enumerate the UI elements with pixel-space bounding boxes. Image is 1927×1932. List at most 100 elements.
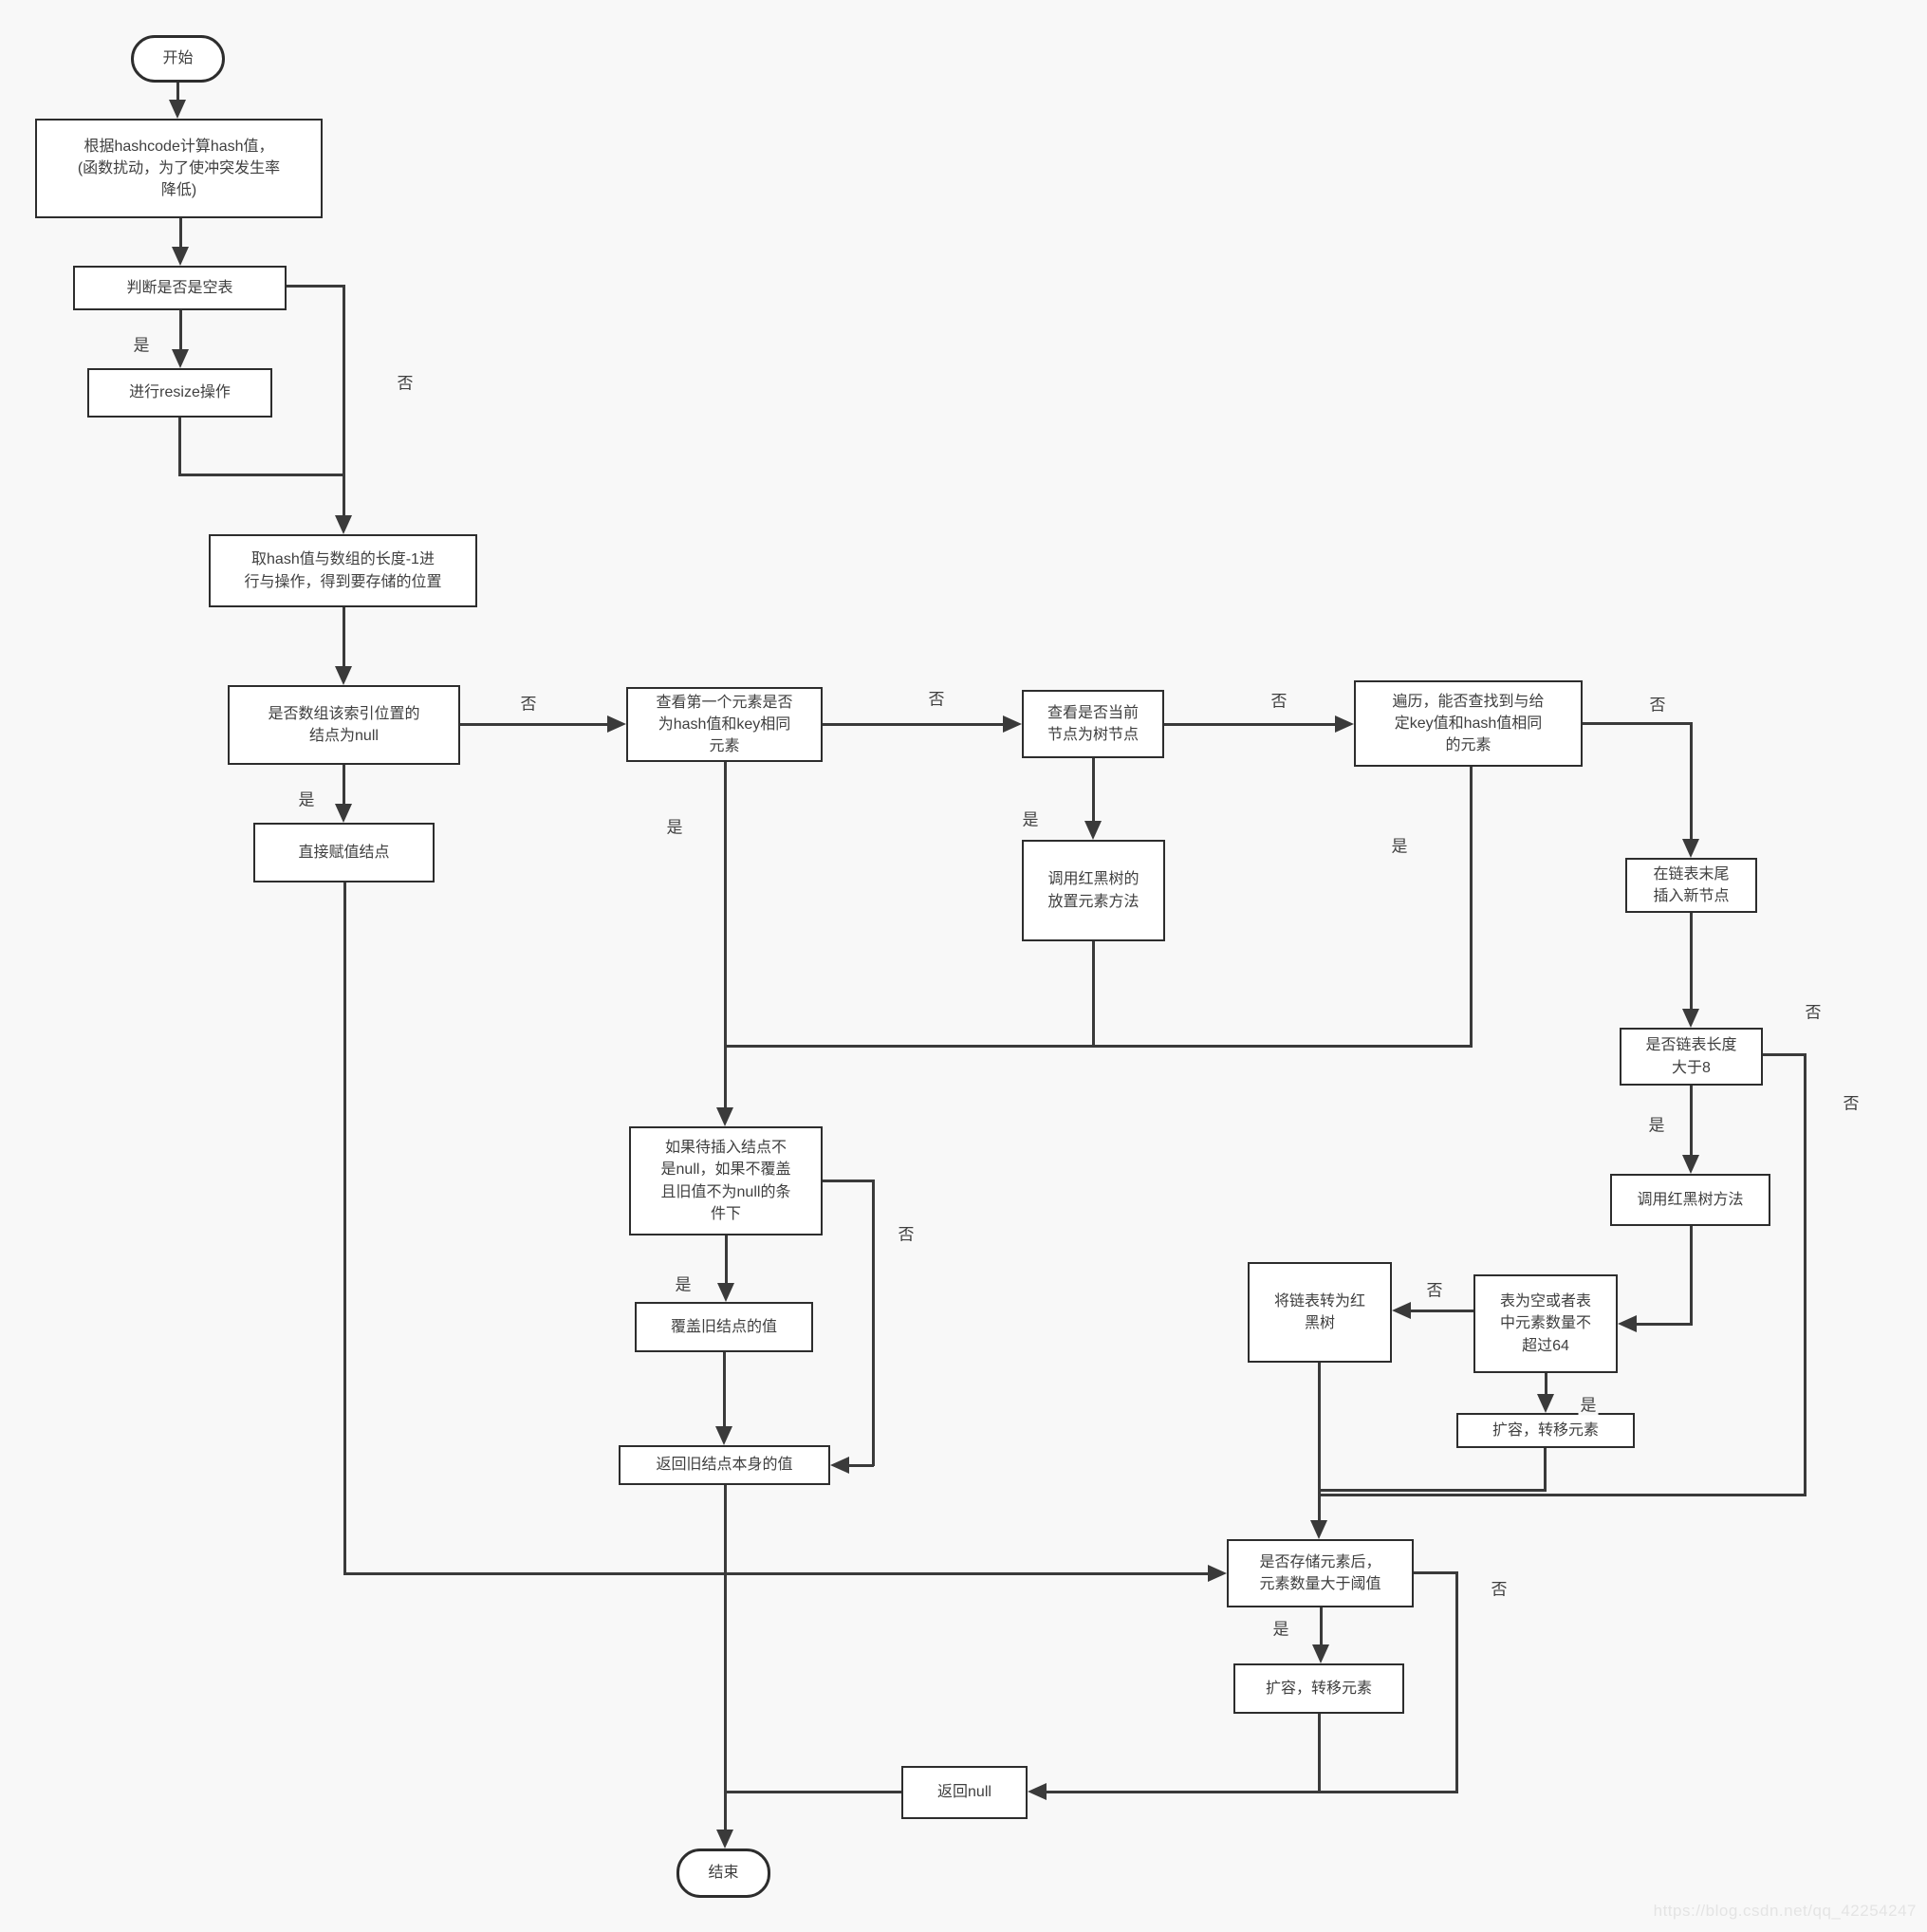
branch-label-no: 否 bbox=[1489, 1575, 1510, 1600]
connector bbox=[1690, 1226, 1693, 1326]
connector bbox=[176, 83, 179, 102]
arrowhead bbox=[1682, 839, 1699, 858]
connector bbox=[1637, 1323, 1692, 1326]
connector bbox=[1414, 1571, 1457, 1574]
connector bbox=[1583, 722, 1692, 725]
connector bbox=[1804, 1053, 1807, 1496]
connector bbox=[1047, 1791, 1457, 1793]
arrowhead bbox=[607, 715, 626, 733]
node-rbt-put: 调用红黑树的 放置元素方法 bbox=[1022, 840, 1165, 941]
arrowhead bbox=[1310, 1520, 1327, 1539]
arrowhead bbox=[1537, 1394, 1554, 1413]
watermark-url: https://blog.csdn.net/qq_42254247 bbox=[1653, 1902, 1917, 1920]
arrowhead bbox=[1312, 1644, 1329, 1663]
branch-label-no: 否 bbox=[1841, 1089, 1862, 1114]
branch-label-yes: 是 bbox=[1646, 1111, 1667, 1136]
connector bbox=[823, 1180, 874, 1182]
branch-label-no: 否 bbox=[896, 1220, 917, 1245]
connector bbox=[1318, 1489, 1546, 1492]
branch-label-yes: 是 bbox=[131, 331, 152, 356]
branch-label-no: 否 bbox=[1269, 687, 1289, 712]
connector bbox=[178, 418, 181, 476]
connector bbox=[1690, 1086, 1693, 1155]
node-table-small: 表为空或者表 中元素数量不 超过64 bbox=[1473, 1274, 1618, 1373]
branch-label-yes: 是 bbox=[673, 1271, 694, 1295]
connector bbox=[460, 723, 607, 726]
node-assign-direct: 直接赋值结点 bbox=[253, 823, 435, 882]
branch-label-no: 否 bbox=[1424, 1276, 1445, 1301]
arrowhead bbox=[335, 515, 352, 534]
connector bbox=[1318, 1363, 1321, 1520]
arrowhead bbox=[1392, 1302, 1411, 1319]
arrowhead bbox=[1028, 1783, 1047, 1800]
connector bbox=[1544, 1448, 1547, 1492]
connector bbox=[1092, 941, 1095, 1048]
branch-label-yes: 是 bbox=[1020, 806, 1041, 830]
connector bbox=[1690, 722, 1693, 839]
connector bbox=[1092, 758, 1095, 821]
arrowhead bbox=[172, 247, 189, 266]
branch-label-yes: 是 bbox=[1270, 1615, 1291, 1640]
node-resize: 进行resize操作 bbox=[87, 368, 272, 418]
node-resize-move-bottom: 扩容，转移元素 bbox=[1233, 1663, 1404, 1714]
node-rbt-method: 调用红黑树方法 bbox=[1610, 1174, 1770, 1226]
connector bbox=[1763, 1053, 1806, 1056]
connector bbox=[1164, 723, 1335, 726]
connector bbox=[343, 882, 346, 1575]
connector bbox=[823, 723, 1003, 726]
branch-label-yes: 是 bbox=[664, 813, 685, 838]
branch-label-no: 否 bbox=[395, 369, 416, 394]
arrowhead bbox=[717, 1283, 734, 1302]
connector bbox=[1690, 913, 1693, 1009]
connector bbox=[343, 285, 345, 517]
arrowhead bbox=[715, 1426, 732, 1445]
connector bbox=[178, 474, 344, 476]
connector bbox=[724, 1485, 727, 1830]
branch-label-yes: 是 bbox=[1389, 832, 1410, 857]
node-return-null: 返回null bbox=[901, 1766, 1028, 1819]
connector bbox=[1455, 1571, 1458, 1793]
connector bbox=[1470, 767, 1473, 1048]
branch-label-yes: 是 bbox=[1578, 1391, 1599, 1416]
arrowhead bbox=[335, 666, 352, 685]
arrowhead bbox=[1682, 1009, 1699, 1028]
branch-label-no: 否 bbox=[1647, 691, 1668, 715]
connector bbox=[723, 1352, 726, 1426]
node-check-empty: 判断是否是空表 bbox=[73, 266, 287, 310]
connector bbox=[343, 1572, 1208, 1575]
node-overwrite-old: 覆盖旧结点的值 bbox=[635, 1302, 813, 1352]
node-len-gt-8: 是否链表长度 大于8 bbox=[1620, 1028, 1763, 1086]
node-end: 结束 bbox=[676, 1848, 770, 1898]
connector bbox=[179, 218, 182, 249]
connector bbox=[1318, 1714, 1321, 1793]
node-size-gt-threshold: 是否存储元素后， 元素数量大于阈值 bbox=[1227, 1539, 1414, 1607]
arrowhead bbox=[1084, 821, 1102, 840]
node-hash-calc: 根据hashcode计算hash值， (函数扰动，为了使冲突发生率 降低) bbox=[35, 119, 323, 218]
connector bbox=[724, 762, 727, 1107]
branch-label-no: 否 bbox=[518, 690, 539, 715]
connector bbox=[724, 1045, 1472, 1048]
node-index-pos: 取hash值与数组的长度-1进 行与操作，得到要存储的位置 bbox=[209, 534, 477, 607]
connector bbox=[872, 1180, 875, 1466]
arrowhead bbox=[716, 1830, 733, 1848]
arrowhead bbox=[335, 804, 352, 823]
connector bbox=[343, 765, 345, 804]
node-return-old: 返回旧结点本身的值 bbox=[619, 1445, 830, 1485]
connector bbox=[1411, 1310, 1473, 1312]
connector bbox=[1320, 1607, 1323, 1644]
node-first-same: 查看第一个元素是否 为hash值和key相同 元素 bbox=[626, 687, 823, 762]
arrowhead bbox=[716, 1107, 733, 1126]
arrowhead bbox=[830, 1457, 849, 1474]
connector bbox=[849, 1464, 874, 1467]
node-insert-cond: 如果待插入结点不 是null，如果不覆盖 且旧值不为null的条 件下 bbox=[629, 1126, 823, 1235]
node-append-tail: 在链表末尾 插入新节点 bbox=[1625, 858, 1757, 913]
node-start: 开始 bbox=[131, 35, 225, 83]
connector bbox=[287, 285, 344, 288]
branch-label-no: 否 bbox=[926, 685, 947, 710]
node-resize-move-right: 扩容，转移元素 bbox=[1456, 1413, 1635, 1448]
node-node-null: 是否数组该索引位置的 结点为null bbox=[228, 685, 460, 765]
arrowhead bbox=[1003, 715, 1022, 733]
connector bbox=[725, 1235, 728, 1283]
branch-label-yes: 是 bbox=[296, 786, 317, 810]
